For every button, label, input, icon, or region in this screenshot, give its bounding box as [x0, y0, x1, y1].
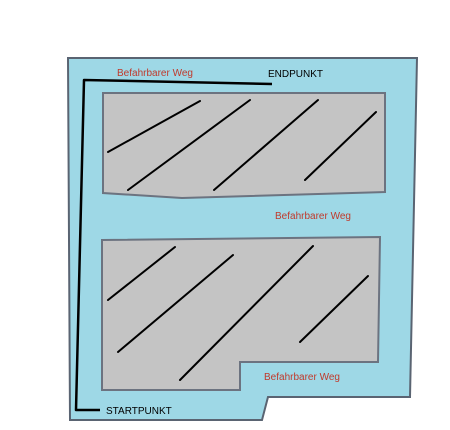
- road-label-middle: Befahrbarer Weg: [275, 211, 351, 222]
- hatch-line: [107, 246, 176, 301]
- hatch-line: [304, 111, 377, 181]
- hatch-line: [299, 275, 369, 343]
- building-block-lower: [101, 235, 382, 391]
- road-label-bottom: Befahrbarer Weg: [264, 372, 340, 383]
- endpoint-label: ENDPUNKT: [268, 69, 323, 80]
- hatch-line: [127, 99, 251, 191]
- hatch-line: [107, 100, 201, 153]
- startpoint-label: STARTPUNKT: [106, 406, 172, 417]
- building-block-upper: [102, 92, 386, 200]
- route-line: [74, 78, 273, 412]
- hatch-line: [179, 245, 314, 381]
- hatch-line: [213, 99, 319, 191]
- road-label-top: Befahrbarer Weg: [117, 68, 193, 79]
- hatch-upper: [107, 99, 377, 191]
- hatch-line: [117, 254, 234, 353]
- hatch-lower: [107, 245, 369, 381]
